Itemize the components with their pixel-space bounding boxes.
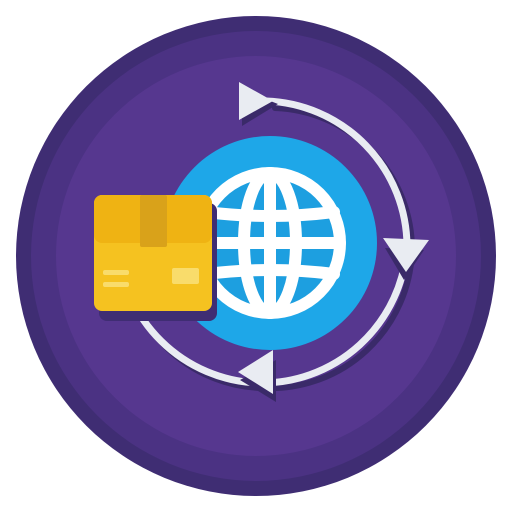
package-box-icon xyxy=(94,195,217,321)
cycle-arrows-icon xyxy=(114,82,429,402)
